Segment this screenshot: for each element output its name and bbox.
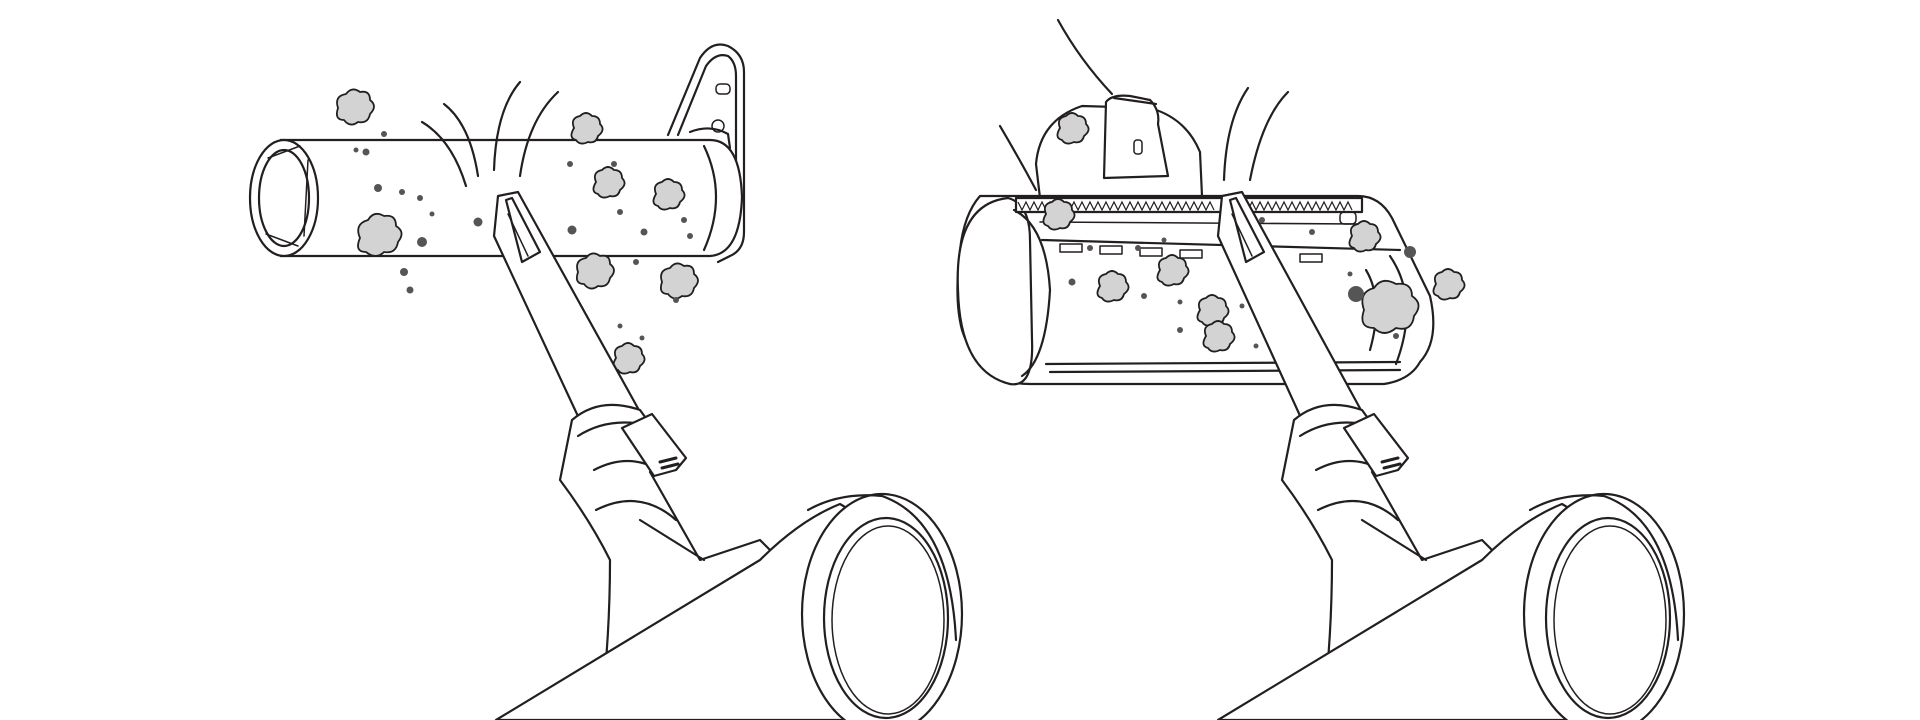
vacuum-handle-icon-right xyxy=(1216,403,1686,720)
dust-specks-right xyxy=(1068,217,1416,349)
dust-icon xyxy=(335,88,699,375)
dust-specks xyxy=(353,131,693,341)
dust-icon-right xyxy=(1042,112,1466,353)
hand-icon xyxy=(998,18,1204,200)
suction-lines-right xyxy=(1222,86,1290,182)
vacuum-handle-icon xyxy=(494,403,964,720)
right-panel xyxy=(956,18,1686,720)
left-panel xyxy=(248,43,964,720)
motor-cap-icon-right xyxy=(1522,492,1686,720)
suction-lines xyxy=(420,80,560,188)
motor-cap-icon xyxy=(800,492,964,720)
